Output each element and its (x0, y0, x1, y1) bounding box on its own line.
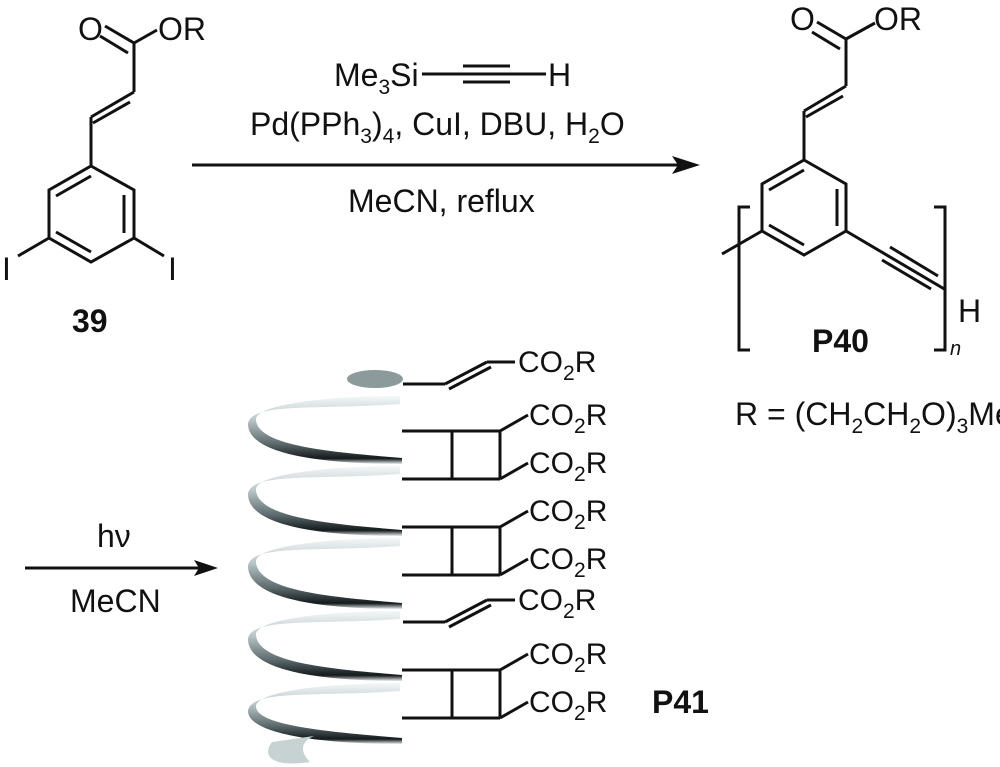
helix-end-cap (347, 370, 403, 388)
compound-label-p41: P41 (652, 684, 709, 720)
alkene-bond (90, 90, 135, 119)
bond (499, 509, 529, 529)
alkene-bond (444, 360, 488, 386)
reagent-terminal-h: H (548, 57, 571, 93)
step2-irradiation: hν (97, 518, 131, 554)
helix-tail (268, 736, 314, 764)
ester-group-label: CO2R (529, 399, 607, 438)
step1-solvent: MeCN, reflux (348, 183, 535, 219)
arrow-head-icon (672, 156, 700, 174)
step2: hν MeCN (25, 518, 218, 619)
step1: Me3Si H Pd(PPh3)4, CuI, DBU, H2O MeCN, r… (192, 57, 700, 219)
benzene-ring (760, 158, 848, 257)
ester-group-label: CO2R (529, 686, 607, 725)
bond (499, 652, 529, 672)
atom-label-o: O (78, 11, 103, 47)
atom-label-or: OR (874, 1, 922, 37)
helix-turn (248, 538, 402, 609)
repeat-bracket-left (737, 205, 750, 352)
alkene-bond (448, 603, 492, 629)
helical-backbone (248, 396, 402, 764)
bond (499, 557, 529, 577)
reagent-tms-acetylene: Me3Si (334, 57, 419, 99)
ester-group-label: CO2R (529, 495, 607, 534)
ester-group-label: CO2R (518, 346, 596, 385)
step1-catalysts: Pd(PPh3)4, CuI, DBU, H2O (250, 106, 625, 148)
carbonyl-bond (104, 24, 135, 45)
step2-solvent: MeCN (70, 583, 161, 619)
compound-label-39: 39 (72, 303, 108, 339)
bond (499, 461, 529, 481)
helix-turn (248, 466, 402, 536)
atom-label-or: OR (158, 11, 206, 47)
atom-label-h: H (958, 293, 981, 329)
polymer-p40: O OR H n P40 (721, 1, 981, 360)
atom-label-o: O (790, 1, 815, 37)
compound-39: O OR I I 39 (2, 11, 206, 339)
compound-label-p40: P40 (812, 323, 869, 359)
repeat-subscript-n: n (950, 338, 961, 360)
alkene-bond (444, 598, 488, 624)
repeat-bracket-right (934, 205, 947, 352)
atom-label-iodine-right: I (168, 251, 177, 287)
ester-group-label: CO2R (529, 447, 607, 486)
ester-bond (133, 28, 158, 45)
bond (499, 700, 529, 720)
r-group-definition: R = (CH2CH2O)3Me (735, 396, 1000, 438)
helix-turn (248, 683, 402, 744)
atom-label-iodine-left: I (2, 251, 11, 287)
benzene-ring (47, 164, 136, 264)
bond (499, 413, 529, 433)
helix-turn (248, 611, 402, 681)
helix-turn (248, 396, 402, 464)
alkene-bond (448, 365, 492, 391)
ester-group-label: CO2R (529, 638, 607, 677)
ester-group-label: CO2R (518, 584, 596, 623)
arrow-head-icon (194, 560, 218, 576)
ester-group-label: CO2R (529, 543, 607, 582)
